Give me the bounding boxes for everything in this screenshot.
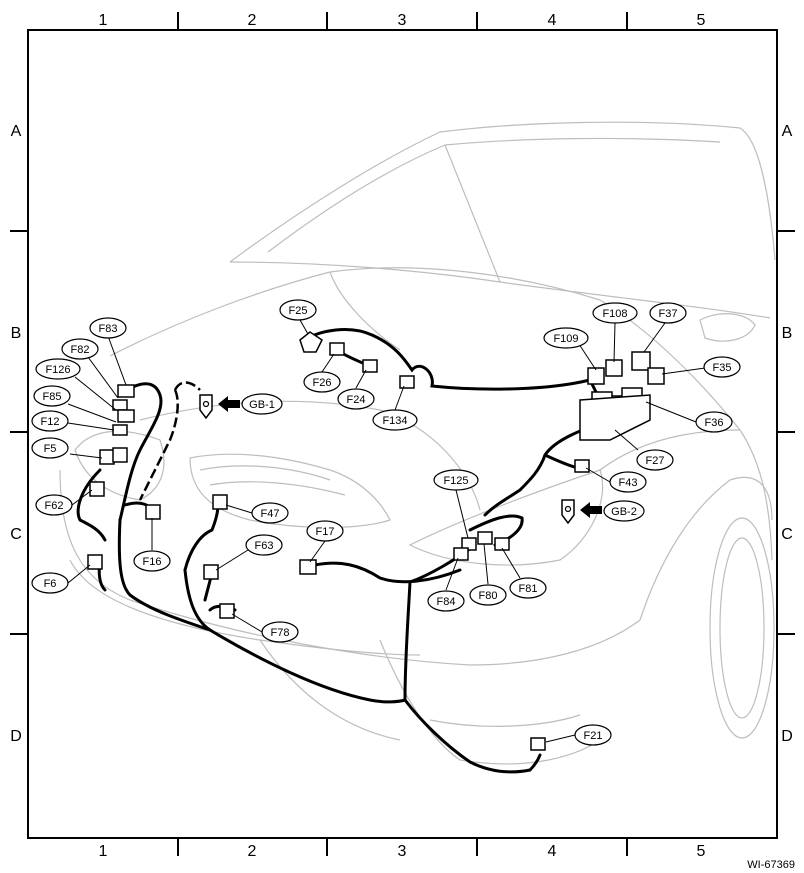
connector-tags: F83 F82 F126 F85 F12 F5 F62 F6 F16 F47 F… [31, 299, 741, 746]
row-label-right-C: C [781, 526, 793, 543]
grid-ticks [10, 12, 795, 856]
tag-f125: F125 [433, 469, 479, 491]
row-label-right-B: B [782, 325, 793, 342]
tag-label-f5: F5 [44, 443, 57, 455]
tag-f85: F85 [33, 385, 71, 407]
tag-f35: F35 [703, 356, 741, 378]
tag-f24: F24 [337, 388, 375, 410]
row-label-left-C: C [10, 526, 22, 543]
col-label-bottom-3: 3 [398, 843, 407, 860]
wiring-harness-dashed [138, 381, 201, 501]
tag-label-f78: F78 [271, 627, 290, 639]
tag-f62: F62 [35, 494, 73, 516]
tag-label-f80: F80 [479, 590, 498, 602]
tag-label-f36: F36 [705, 417, 724, 429]
tag-f21: F21 [574, 724, 612, 746]
tag-f108: F108 [592, 302, 638, 324]
tag-f25: F25 [279, 299, 317, 321]
tag-label-f27: F27 [646, 455, 665, 467]
tag-label-f16: F16 [143, 556, 162, 568]
tag-f16: F16 [133, 550, 171, 572]
row-label-right-D: D [781, 728, 793, 745]
col-label-bottom-5: 5 [697, 843, 706, 860]
tag-label-f6: F6 [44, 578, 57, 590]
col-label-top-3: 3 [398, 12, 407, 29]
diagram-frame [27, 29, 778, 839]
ground-label-gb-2: GB-2 [611, 506, 637, 518]
col-label-top-5: 5 [697, 12, 706, 29]
tag-f81: F81 [509, 577, 547, 599]
tag-f80: F80 [469, 584, 507, 606]
tag-f27: F27 [636, 449, 674, 471]
tag-label-f25: F25 [289, 305, 308, 317]
drawing-id: WI-67369 [747, 859, 795, 871]
tag-label-f109: F109 [553, 333, 578, 345]
tag-f84: F84 [427, 590, 465, 612]
tag-f36: F36 [695, 411, 733, 433]
grid-labels: 1 2 3 4 5 1 2 3 4 5 A B C D A B C D [10, 12, 793, 860]
tag-label-f24: F24 [347, 394, 366, 406]
ground-gb-2: GB-2 [561, 499, 645, 525]
tag-f63: F63 [245, 534, 283, 556]
col-label-bottom-1: 1 [99, 843, 108, 860]
arrow-left-icon [580, 502, 602, 518]
row-label-right-A: A [782, 123, 793, 140]
tag-label-f47: F47 [261, 508, 280, 520]
leader-lines [67, 319, 706, 743]
tag-label-f17: F17 [316, 526, 335, 538]
tag-label-f21: F21 [584, 730, 603, 742]
tag-f17: F17 [306, 520, 344, 542]
tag-f5: F5 [31, 437, 69, 459]
col-label-bottom-2: 2 [248, 843, 257, 860]
tag-label-f85: F85 [43, 391, 62, 403]
col-label-top-2: 2 [248, 12, 257, 29]
tag-label-f62: F62 [45, 500, 64, 512]
tag-label-f83: F83 [99, 323, 118, 335]
tag-f126: F126 [35, 358, 81, 380]
col-label-bottom-4: 4 [548, 843, 557, 860]
tag-label-f82: F82 [71, 344, 90, 356]
row-label-left-D: D [10, 728, 22, 745]
tag-f82: F82 [61, 338, 99, 360]
tag-label-f43: F43 [619, 477, 638, 489]
tag-f37: F37 [649, 302, 687, 324]
tag-label-f35: F35 [713, 362, 732, 374]
tag-label-f84: F84 [437, 596, 456, 608]
tag-f134: F134 [372, 409, 418, 431]
ground-gb-1: GB-1 [199, 393, 283, 420]
row-label-left-B: B [11, 325, 22, 342]
col-label-top-4: 4 [548, 12, 557, 29]
tag-f47: F47 [251, 502, 289, 524]
tag-label-f81: F81 [519, 583, 538, 595]
tag-label-f126: F126 [45, 364, 70, 376]
tag-f26: F26 [303, 371, 341, 393]
tag-label-f125: F125 [443, 475, 468, 487]
connector-bodies [87, 342, 665, 751]
tag-label-f12: F12 [41, 416, 60, 428]
tag-f83: F83 [89, 317, 127, 339]
ground-label-gb-1: GB-1 [249, 399, 275, 411]
tag-f78: F78 [261, 621, 299, 643]
col-label-top-1: 1 [99, 12, 108, 29]
tag-f6: F6 [31, 572, 69, 594]
tag-f109: F109 [543, 327, 589, 349]
tag-f43: F43 [609, 471, 647, 493]
tag-label-f108: F108 [602, 308, 627, 320]
vehicle-outline [59, 121, 776, 765]
arrow-left-icon [218, 396, 240, 412]
eyelet-f25 [299, 331, 323, 353]
row-label-left-A: A [11, 123, 22, 140]
tag-label-f37: F37 [659, 308, 678, 320]
tag-f12: F12 [31, 410, 69, 432]
tag-label-f26: F26 [313, 377, 332, 389]
tag-label-f134: F134 [382, 415, 407, 427]
tag-label-f63: F63 [255, 540, 274, 552]
